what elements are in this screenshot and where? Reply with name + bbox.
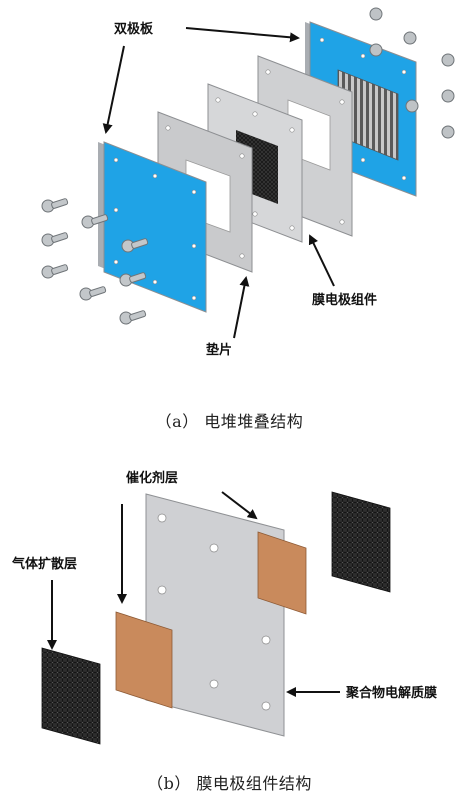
gas-diffusion-layer-left xyxy=(41,647,101,745)
label-catalyst-layer: 催化剂层 xyxy=(126,470,178,486)
bipolar-plate-front xyxy=(98,141,207,313)
annotation-arrows-b xyxy=(47,491,340,697)
label-gasket: 垫片 xyxy=(206,342,232,358)
caption-b: （b） 膜电极组件结构 xyxy=(147,774,312,793)
catalyst-layer-left xyxy=(115,611,173,709)
label-bipolar-plate: 双极板 xyxy=(114,21,154,37)
gas-diffusion-layer-right xyxy=(331,491,391,593)
catalyst-layer-right xyxy=(257,531,307,615)
annotation-arrows-a xyxy=(102,27,335,339)
nut-group xyxy=(369,7,455,139)
label-polymer-membrane: 聚合物电解质膜 xyxy=(345,685,437,701)
label-mea: 膜电极组件 xyxy=(312,292,377,308)
label-gas-diffusion-layer: 气体扩散层 xyxy=(12,556,77,572)
bolt-group xyxy=(41,198,149,325)
caption-a: （a） 电堆堆叠结构 xyxy=(155,412,304,431)
